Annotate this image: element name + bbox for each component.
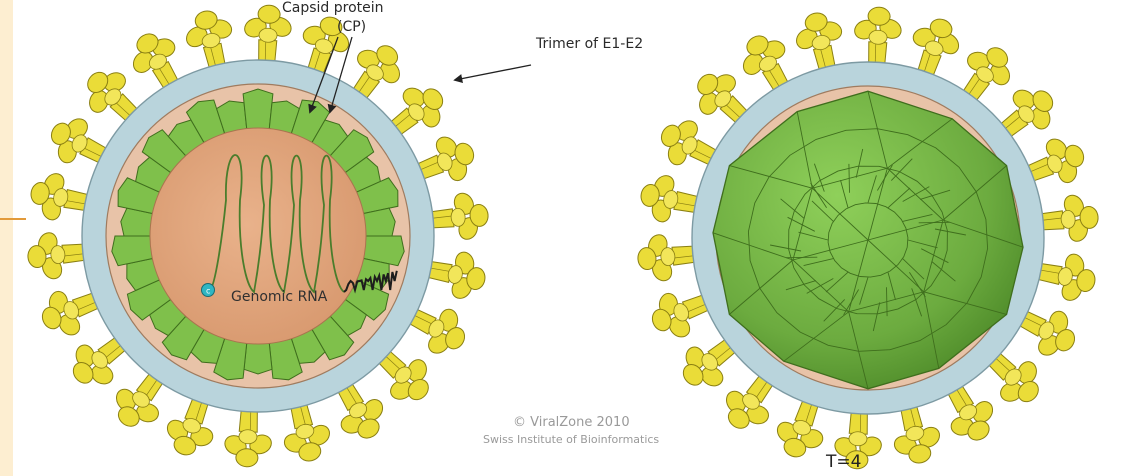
trimer-leader-line <box>455 65 531 80</box>
capsid-subunit <box>244 343 272 374</box>
genomic-rna-label: Genomic RNA <box>231 289 327 305</box>
capsomer-edge <box>849 164 850 193</box>
capsid-protein-abbrev-label: (CP) <box>337 19 366 35</box>
capsid-protein-label: Capsid protein <box>282 0 384 16</box>
virion-cross-section: c <box>26 4 491 468</box>
capsomer-edge <box>786 257 817 258</box>
capsomer-edge <box>887 287 888 316</box>
virion-exterior-view <box>636 6 1101 470</box>
rna-5-cap-letter: c <box>206 287 210 296</box>
capsid-subunit <box>364 208 396 236</box>
capsomer-edge <box>919 222 950 223</box>
institute-credit: Swiss Institute of Bioinformatics <box>483 433 659 446</box>
trimer-label: Trimer of E1-E2 <box>536 36 643 52</box>
virion-core <box>150 128 366 344</box>
triangulation-number-label: T=4 <box>826 452 861 472</box>
capsid-subunit <box>243 89 273 129</box>
copyright-notice: © ViralZone 2010 <box>513 415 630 430</box>
